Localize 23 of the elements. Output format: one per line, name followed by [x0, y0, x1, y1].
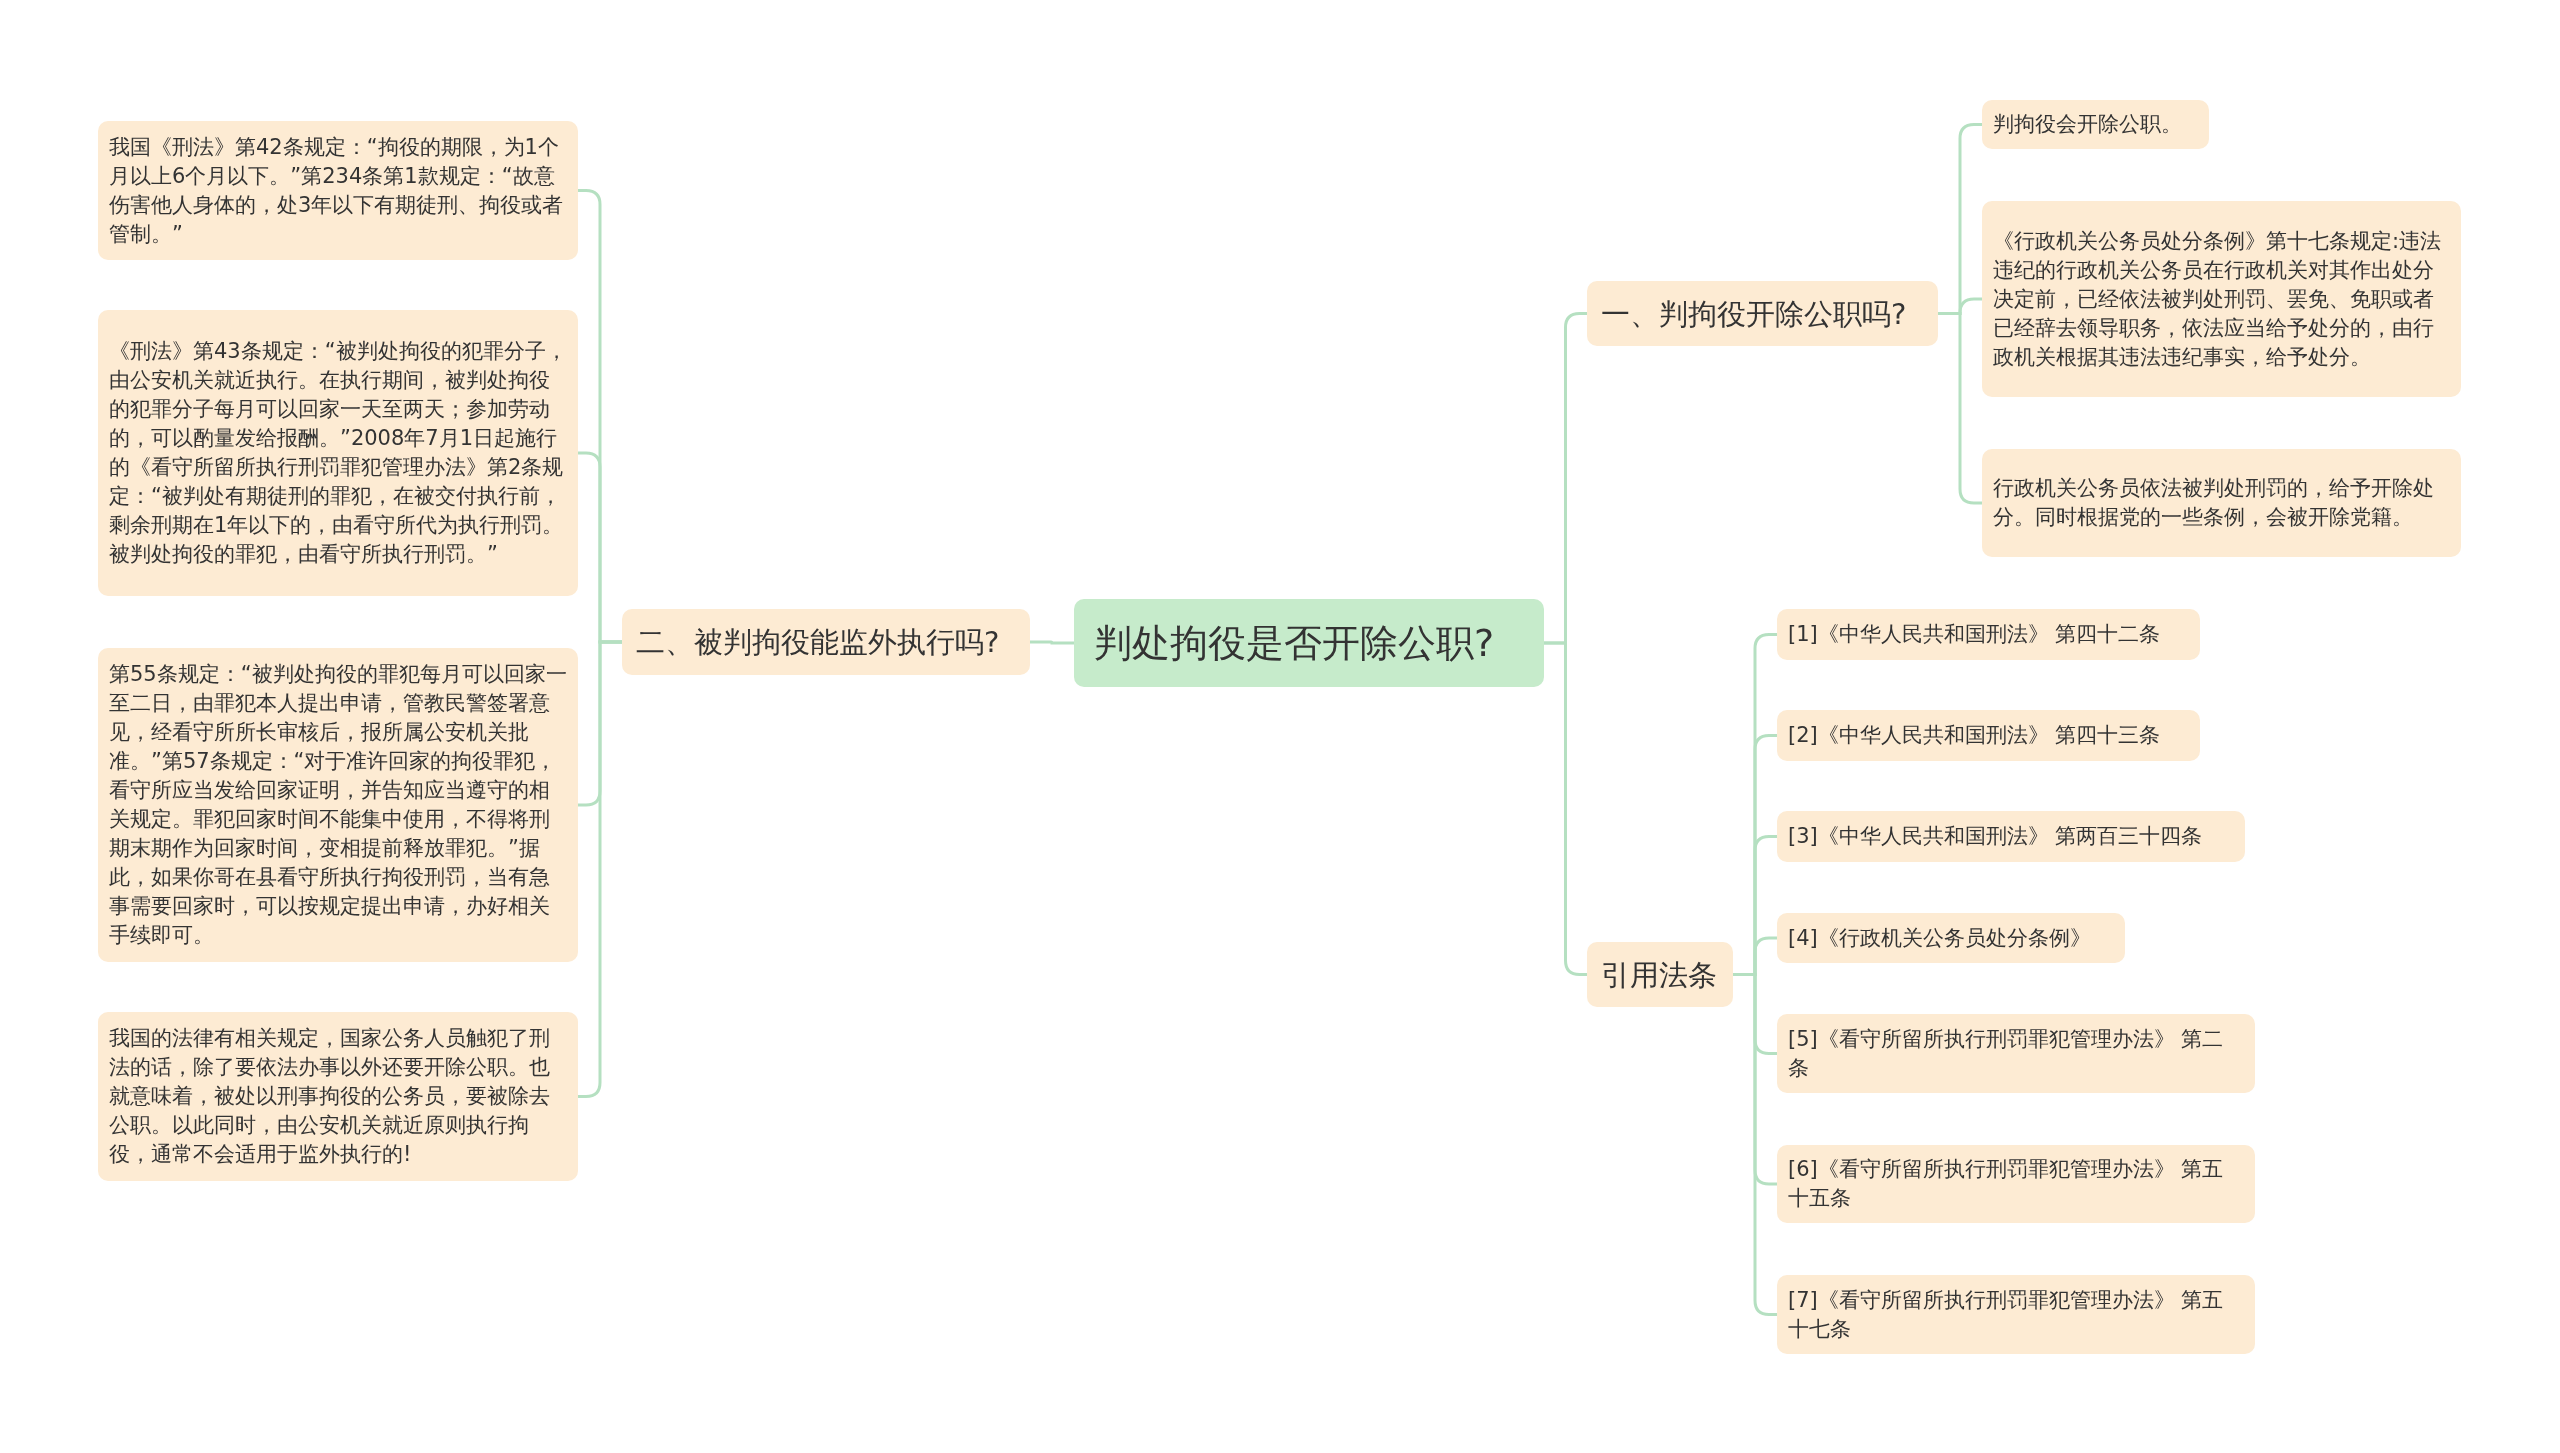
- connector-line: [1938, 312, 1982, 505]
- note-box: [6]《看守所留所执行刑罚罪犯管理办法》 第五十五条: [1777, 1145, 2255, 1223]
- note-box: [4]《行政机关公务员处分条例》: [1777, 913, 2125, 963]
- root-topic-box: 判处拘役是否开除公职?: [1074, 599, 1544, 687]
- note-box: 判拘役会开除公职。: [1982, 100, 2209, 149]
- connector-line: [578, 640, 622, 1098]
- topic-box: 引用法条: [1587, 942, 1733, 1007]
- note-box: 《刑法》第43条规定：“被判处拘役的犯罪分子，由公安机关就近执行。在执行期间，被判处拘役的犯罪分子每月可以回家一天至两天；参加劳动的，可以酌量发给报酬。”2008年7月1日起施行的《看守所留所执行刑罚罪犯管理办法》第2条规定：“被判处有期徒刑的罪犯，在被交付执行前，剩余刑期在1年以下的，由看守所代为执行刑罚。被判处拘役的罪犯，由看守所执行刑罚。”: [98, 310, 578, 596]
- note-box: 《行政机关公务员处分条例》第十七条规定:违法违纪的行政机关公务员在行政机关对其作出处分决定前，已经依法被判处刑罚、罢免、免职或者已经辞去领导职务，依法应当给予处分的，由行政机关根据其违法违纪事实，给予处分。: [1982, 201, 2461, 397]
- note-box: 我国的法律有相关规定，国家公务人员触犯了刑法的话，除了要依法办事以外还要开除公职。也就意味着，被处以刑事拘役的公务员，要被除去公职。以此同时，由公安机关就近原则执行拘役，通常不会适用于监外执行的!: [98, 1012, 578, 1181]
- note-box: [1]《中华人民共和国刑法》 第四十二条: [1777, 609, 2200, 660]
- connector-line: [1030, 640, 1074, 645]
- note-box: [5]《看守所留所执行刑罚罪犯管理办法》 第二条: [1777, 1014, 2255, 1093]
- connector-line: [1544, 641, 1587, 976]
- note-box: 我国《刑法》第42条规定：“拘役的期限，为1个月以上6个月以下。”第234条第1款规定：“故意伤害他人身体的，处3年以下有期徒刑、拘役或者管制。”: [98, 121, 578, 260]
- topic-box: 一、判拘役开除公职吗?: [1587, 281, 1938, 346]
- topic-box: 二、被判拘役能监外执行吗?: [622, 609, 1030, 675]
- note-box: [7]《看守所留所执行刑罚罪犯管理办法》 第五十七条: [1777, 1275, 2255, 1354]
- note-box: 第55条规定：“被判处拘役的罪犯每月可以回家一至二日，由罪犯本人提出申请，管教民警签署意见，经看守所所长审核后，报所属公安机关批准。”第57条规定：“对于准许回家的拘役罪犯，看守所应当发给回家证明，并告知应当遵守的相关规定。罪犯回家时间不能集中使用，不得将刑期末期作为回家时间，变相提前释放罪犯。”据此，如果你哥在县看守所执行拘役刑罚，当有急事需要回家时，可以按规定提出申请，办好相关手续即可。: [98, 648, 578, 962]
- note-box: [2]《中华人民共和国刑法》 第四十三条: [1777, 710, 2200, 761]
- note-box: 行政机关公务员依法被判处刑罚的，给予开除处分。同时根据党的一些条例，会被开除党籍。: [1982, 449, 2461, 557]
- note-box: [3]《中华人民共和国刑法》 第两百三十四条: [1777, 811, 2245, 862]
- connector-line: [1733, 973, 1777, 1316]
